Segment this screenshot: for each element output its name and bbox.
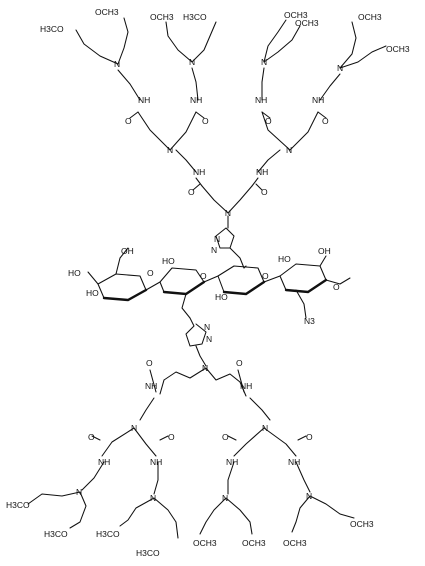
ester-methoxy-top-4: H3CO [183, 12, 207, 22]
amide-nh-top-2: NH [256, 167, 268, 177]
amide-nh-top-3: NH [138, 95, 150, 105]
hydroxyl-left-1: HO [68, 268, 81, 278]
hydroxyl-1: OH [121, 246, 134, 256]
carbonyl-o-bottom-3: O [88, 432, 95, 442]
glycosidic-o-1: O [147, 268, 154, 278]
ester-methoxy-top-2: OCH3 [95, 7, 119, 17]
branch-amine-top-2: N [286, 145, 292, 155]
terminal-amine-top-2: N [189, 57, 195, 67]
ester-methoxy-bottom-5: OCH3 [193, 538, 217, 548]
hydroxyl-2: HO [162, 256, 175, 266]
triazole-top: N N [211, 227, 245, 269]
amide-nh-bottom-1: NH [145, 381, 157, 391]
ester-methoxy-bottom-6: OCH3 [242, 538, 266, 548]
terminal-amine-top-1: N [114, 59, 120, 69]
amide-nh-bottom-4: NH [150, 457, 162, 467]
ester-methoxy-bottom-2: H3CO [44, 529, 68, 539]
carbonyl-o-bottom-2: O [236, 358, 243, 368]
amide-nh-bottom-5: NH [226, 457, 238, 467]
carbonyl-o-top-2: O [261, 187, 268, 197]
terminal-amine-top-3: N [261, 57, 267, 67]
amide-nh-bottom-2: NH [240, 381, 252, 391]
ester-methoxy-top-8: OCH3 [386, 44, 410, 54]
branch-amine-top-1: N [167, 145, 173, 155]
top-labels: N NH NH O O N N O O O O NH NH NH NH N N … [40, 7, 410, 218]
core-amine-top: N [225, 208, 231, 218]
carbonyl-o-bottom-1: O [146, 358, 153, 368]
hydroxyl-5: OH [318, 246, 331, 256]
ester-methoxy-top-6: OCH3 [295, 18, 319, 28]
triazole-top-n1: N [214, 234, 220, 244]
carbonyl-o-top-1: O [188, 187, 195, 197]
triazole-bottom: N N [185, 317, 212, 367]
amide-nh-top-4: NH [190, 95, 202, 105]
carbonyl-o-bottom-5: O [222, 432, 229, 442]
amide-nh-top-1: NH [193, 167, 205, 177]
carbonyl-o-bottom-6: O [306, 432, 313, 442]
terminal-amine-top-4: N [337, 63, 343, 73]
top-dendron [75, 17, 387, 229]
ester-methoxy-top-5: OCH3 [284, 10, 308, 20]
amide-nh-top-6: NH [312, 95, 324, 105]
bottom-labels: N O O NH NH N N O O O O NH NH NH NH N N … [6, 358, 374, 558]
ester-methoxy-bottom-8: OCH3 [350, 519, 374, 529]
amide-nh-bottom-6: NH [288, 457, 300, 467]
terminal-amine-bottom-1: N [76, 487, 82, 497]
branch-amine-bottom-1: N [131, 423, 137, 433]
amide-nh-bottom-3: NH [98, 457, 110, 467]
triazole-bottom-n1: N [204, 322, 210, 332]
triazole-top-n2: N [211, 245, 217, 255]
terminal-amine-bottom-4: N [306, 491, 312, 501]
ester-methoxy-bottom-7: OCH3 [283, 538, 307, 548]
terminal-amine-bottom-3: N [222, 493, 228, 503]
ester-methoxy-top-1: H3CO [40, 24, 64, 34]
sugar-labels: OH HO HO O HO O HO O HO OH O N3 [68, 246, 340, 326]
bottom-dendron [27, 367, 355, 539]
carbonyl-o-bottom-4: O [168, 432, 175, 442]
terminal-amine-bottom-2: N [150, 493, 156, 503]
glycosidic-o-3: O [262, 271, 269, 281]
carbonyl-o-top-5: O [265, 116, 272, 126]
carbonyl-o-top-3: O [125, 116, 132, 126]
hydroxyl-3: HO [215, 292, 228, 302]
ester-methoxy-top-3: OCH3 [150, 12, 174, 22]
ester-methoxy-bottom-4: H3CO [136, 548, 160, 558]
azide-label: N3 [304, 316, 315, 326]
carbonyl-o-top-6: O [322, 116, 329, 126]
amide-nh-top-5: NH [255, 95, 267, 105]
ester-methoxy-bottom-3: H3CO [96, 529, 120, 539]
glycosidic-o-2: O [200, 271, 207, 281]
core-amine-bottom: N [202, 363, 208, 373]
sugar-chain [87, 247, 351, 319]
ester-methoxy-bottom-1: H3CO [6, 500, 30, 510]
carbonyl-o-top-4: O [202, 116, 209, 126]
hydroxyl-left-2: HO [86, 288, 99, 298]
triazole-bottom-n2: N [206, 334, 212, 344]
anomeric-o: O [333, 282, 340, 292]
branch-amine-bottom-2: N [262, 423, 268, 433]
hydroxyl-4: HO [278, 254, 291, 264]
ester-methoxy-top-7: OCH3 [358, 12, 382, 22]
